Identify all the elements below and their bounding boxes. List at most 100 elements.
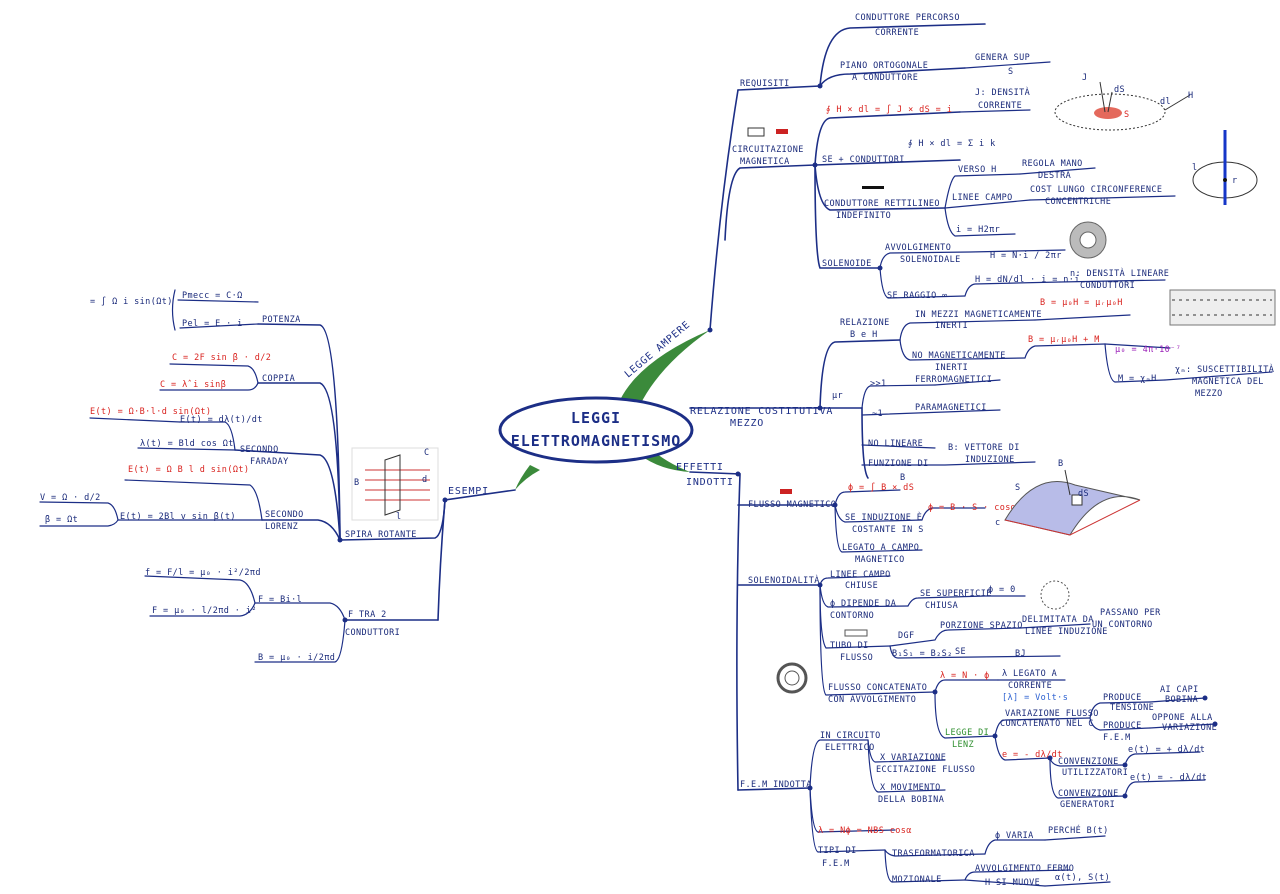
fem-label: F.E.M	[1103, 733, 1131, 743]
h-muove-label: H SI MUOVE	[985, 878, 1040, 888]
fig-ds-label: dS	[1114, 85, 1125, 95]
in-circuito-label: IN CIRCUITO	[820, 731, 881, 741]
faraday-formula-1: E(t) = Ω·B·l·d sin(Ωt)	[90, 407, 211, 417]
rotating-loop-figure: C d B l	[351, 447, 439, 522]
chi-label: χₘ: SUSCETTIBILITÀ	[1175, 363, 1274, 375]
effetti-trunk	[689, 471, 741, 791]
e-plus-formula: e(t) = + dλ/dt	[1128, 745, 1205, 755]
formula-inerti: B = μ₀H = μᵣμ₀H	[1040, 298, 1123, 308]
flusso-label: FLUSSO	[840, 653, 873, 663]
lorenz-formula-1: E(t) = Ω B l d sin(Ωt)	[128, 465, 249, 475]
solenoid-figure	[1169, 289, 1276, 326]
concatenato-c-label: CONCATENATO NEL C	[1000, 719, 1094, 729]
raggio-label: SE RAGGIO ∞	[887, 291, 948, 301]
oppone-label: OPPONE ALLA	[1152, 713, 1213, 723]
potenza-label: POTENZA	[262, 315, 301, 325]
corrente-label: CORRENTE	[875, 28, 919, 38]
conduttori-label: CONDUTTORI	[345, 628, 400, 638]
no-lineare-label: NO LINEARE	[868, 439, 923, 449]
label-indotti: INDOTTI	[686, 477, 734, 488]
formula-solenoide: H = dN/dl · i = n·i	[975, 275, 1080, 285]
pel-formula: Pel = E · i	[182, 319, 243, 329]
formula-non-inerti: B = μᵣμ₀H + M	[1028, 335, 1100, 345]
phi-varia-label: ϕ VARIA	[995, 831, 1034, 841]
paramagnetici-label: PARAMAGNETICI	[915, 403, 987, 413]
b-e-h-label: B e H	[850, 330, 878, 340]
trasformatorica-label: TRASFORMATORICA	[892, 849, 975, 859]
alpha-s-label: α(t), S(t)	[1055, 873, 1110, 883]
produce-label: PRODUCE	[1103, 693, 1142, 703]
cost-label: COST LUNGO CIRCONFERENCE	[1030, 185, 1162, 195]
sup-chiusa-label: SE SUPERFICIE	[920, 589, 992, 599]
indefinito-label: INDEFINITO	[836, 211, 891, 221]
perche-label: PERCHÉ B(t)	[1048, 824, 1109, 836]
esempi-section: SPIRA ROTANTE C d B l POTENZA Pmecc = C·…	[39, 289, 446, 663]
genera-s-label: S	[1008, 67, 1014, 77]
linee-campo-label: LINEE CAMPO	[952, 193, 1013, 203]
variazione-label: VARIAZIONE FLUSSO	[1005, 709, 1099, 719]
generatori-label: GENERATORI	[1060, 800, 1115, 810]
lambda-unit-label: [λ] = Volt·s	[1002, 693, 1068, 703]
f-tra-label: F TRA 2	[348, 610, 387, 620]
no-magneticamente-label: NO MAGNETICAMENTE	[912, 351, 1006, 361]
approx-one-label: ~1	[872, 409, 883, 419]
ampere-trunk	[709, 89, 739, 331]
tipi-fem-label: TIPI DI	[818, 846, 857, 856]
lorenz-label: LORENZ	[265, 522, 298, 532]
tipi-fem2-label: F.E.M	[822, 859, 850, 869]
eccitazione-label: ECCITAZIONE FLUSSO	[876, 765, 975, 775]
delimitata-label: DELIMITATA DA	[1022, 615, 1094, 625]
conv-generatori-label: CONVENZIONE	[1058, 789, 1119, 799]
legge-lenz-label: LEGGE DI	[945, 728, 989, 738]
toroid-figure	[1069, 221, 1107, 259]
densita-corrente-label: CORRENTE	[978, 101, 1022, 111]
formula-flusso: ϕ = ∫ B × dS	[848, 482, 914, 493]
fig-c-label: c	[995, 518, 1001, 528]
closed-surface-icon	[1040, 580, 1070, 610]
rettilineo-label: CONDUTTORE RETTILINEO	[824, 199, 940, 209]
solenoidale-label: SOLENOIDALE	[900, 255, 961, 265]
label-effetti: EFFETTI	[676, 462, 724, 473]
requisiti-label: REQUISITI	[740, 79, 790, 89]
secondo-lorenz-label: SECONDO	[265, 510, 304, 520]
chiusa-label: CHIUSA	[925, 601, 958, 611]
coppia-formula-1: C = 2F sin β · d/2	[172, 353, 271, 363]
mozionale-label: MOZIONALE	[892, 875, 942, 885]
linee-chiuse-label: LINEE CAMPO	[830, 570, 891, 580]
variazione2-label: VARIAZIONE	[1162, 723, 1217, 733]
fig-l-label: l	[1192, 163, 1198, 173]
conduttore-label: CONDUTTORE PERCORSO	[855, 13, 960, 23]
center-title-1: LEGGI	[571, 409, 621, 427]
se-label: SE	[955, 647, 966, 657]
formula-somma: ∮ H × dl = Σ i k	[908, 139, 996, 149]
formula-circuitazione: ∮ H × dl = ∫ J × dS = i	[826, 104, 952, 115]
piu-conduttori-label: SE + CONDUTTORI	[822, 155, 905, 165]
velocity-formula: V = Ω · d/2	[40, 493, 101, 503]
avvolgimento-label2: CON AVVOLGIMENTO	[828, 695, 916, 705]
relazione-label: RELAZIONE	[840, 318, 890, 328]
passano-label: PASSANO PER	[1100, 608, 1161, 618]
mu-r-label: μr	[832, 391, 843, 401]
n-densita-label: n: DENSITÀ LINEARE	[1070, 267, 1169, 279]
b-vettore-label: B: VETTORE DI	[948, 443, 1020, 453]
cylinder-surface-figure: B S dS c	[995, 459, 1141, 536]
costitutiva-section: RELAZIONE B e H IN MEZZI MAGNETICAMENTE …	[819, 298, 1274, 483]
formula-lenz: e = - dλ/dt	[1002, 750, 1063, 760]
bj-label: BJ	[1015, 649, 1026, 659]
beta-formula: β = Ωt	[45, 515, 78, 525]
formula-lambda-nbs: λ = Nϕ = NBS cosα	[818, 826, 912, 836]
ai-capi-label: AI CAPI	[1160, 685, 1199, 695]
coppia-formula-2: C = λ̂ i sinβ	[160, 379, 226, 390]
esempi-trunk	[437, 489, 516, 621]
force-per-length-formula: f = F/l = μ₀ · i²/2πd	[145, 568, 261, 578]
fig-l-loop: l	[396, 512, 402, 522]
fig-c-loop: C	[424, 448, 430, 458]
corrente-label2: CORRENTE	[1008, 681, 1052, 691]
fig-d-loop: d	[422, 475, 428, 485]
concatenato-label: FLUSSO CONCATENATO	[828, 683, 927, 693]
avvolgimento-label: AVVOLGIMENTO	[885, 243, 951, 253]
toroid-coil-figure	[776, 662, 808, 694]
ferromagnetici-label: FERROMAGNETICI	[915, 375, 992, 385]
fig-h-label: H	[1188, 91, 1194, 101]
n-conduttori-label: CONDUTTORI	[1080, 281, 1135, 291]
